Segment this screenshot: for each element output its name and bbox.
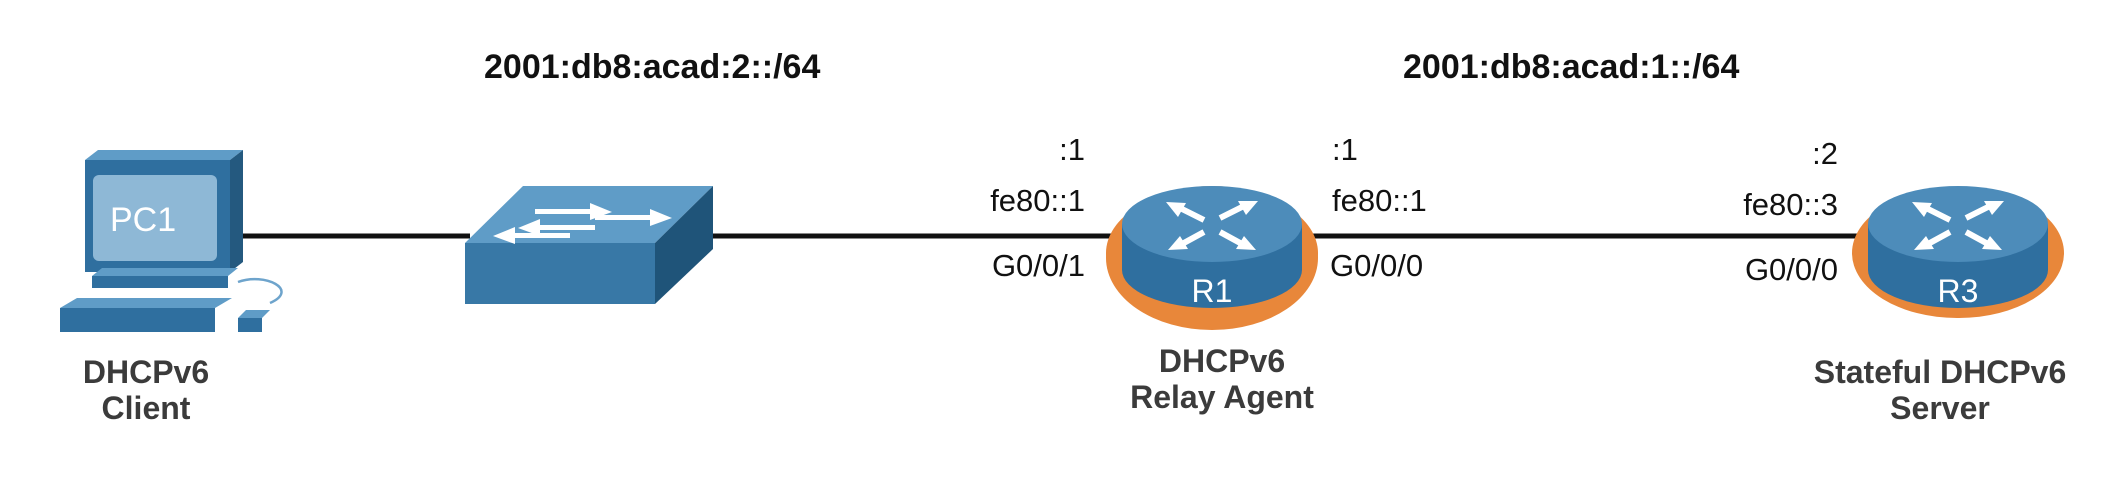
r1-caption: DHCPv6 Relay Agent: [1092, 343, 1352, 415]
r1-caption-line1: DHCPv6: [1158, 343, 1286, 379]
r1-router[interactable]: R1: [1106, 186, 1318, 330]
r3-caption-line2: Server: [1890, 390, 1990, 426]
pc1-caption: DHCPv6 Client: [46, 354, 246, 426]
r1-right-interface-name: G0/0/0: [1330, 248, 1424, 283]
r3-caption-line1: Stateful DHCPv6: [1813, 354, 2067, 390]
r1-left-host-address: :1: [1059, 132, 1085, 167]
r1-label: R1: [1192, 273, 1233, 309]
router-arrows-icon: [1166, 201, 1258, 250]
pc1-device[interactable]: PC1: [60, 150, 283, 332]
switch-device[interactable]: [465, 186, 713, 304]
router-arrows-icon: [1912, 201, 2004, 250]
r1-left-link-local: fe80::1: [990, 183, 1085, 218]
network-right-label: 2001:db8:acad:1::/64: [1403, 48, 1740, 86]
r3-caption: Stateful DHCPv6 Server: [1790, 354, 2090, 426]
pc1-caption-line2: Client: [101, 390, 191, 426]
r3-link-local: fe80::3: [1743, 187, 1838, 222]
r1-right-link-local: fe80::1: [1332, 183, 1427, 218]
r1-right-host-address: :1: [1332, 132, 1358, 167]
network-left-label: 2001:db8:acad:2::/64: [484, 48, 821, 86]
r3-label: R3: [1938, 273, 1979, 309]
switch-arrows-icon: [493, 203, 672, 244]
pc1-label: PC1: [110, 201, 176, 239]
r3-router[interactable]: R3: [1852, 186, 2064, 318]
r3-interface-name: G0/0/0: [1744, 252, 1838, 287]
pc1-caption-line1: DHCPv6: [82, 354, 210, 390]
r1-left-interface-name: G0/0/1: [991, 248, 1085, 283]
r1-caption-line2: Relay Agent: [1130, 379, 1314, 415]
r3-host-address: :2: [1812, 136, 1838, 171]
